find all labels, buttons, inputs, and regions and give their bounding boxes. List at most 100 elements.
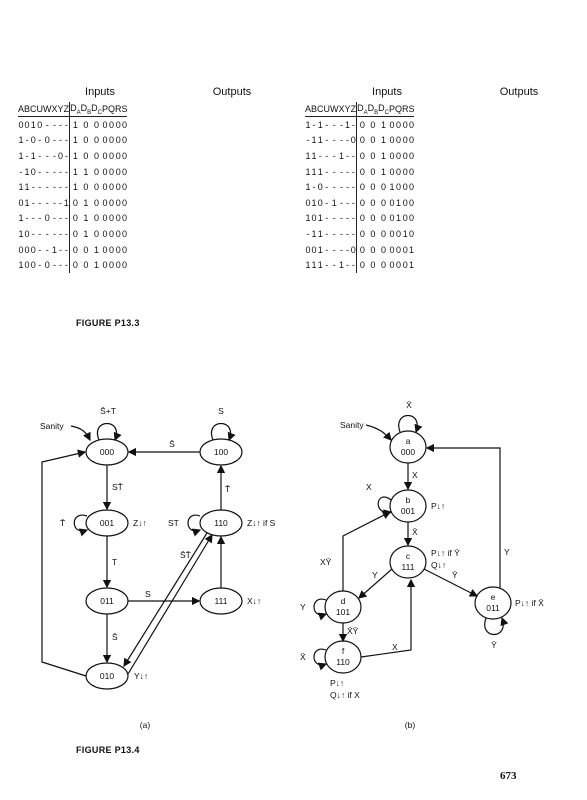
state-b-b-code: 001	[401, 506, 415, 516]
table-cell: 0	[69, 210, 81, 227]
edge-b-selfb	[377, 496, 393, 518]
table-cell: -	[64, 150, 68, 161]
table-cell: -	[340, 135, 344, 146]
output-b-e: P↓↑ if X̄	[515, 598, 544, 608]
table-cell: 0	[356, 194, 368, 211]
diagram-a-sublabel: (a)	[140, 720, 151, 730]
table-cell: 0	[408, 135, 414, 146]
table-cell: 0	[121, 228, 127, 239]
table-cell: 1	[402, 228, 408, 239]
edge-label-a-self001: T̄	[60, 518, 65, 528]
table-cell: -	[59, 119, 63, 130]
table-cell: -	[306, 135, 310, 146]
table-cell: 0	[115, 260, 121, 271]
edge-label-b-c-d: Y	[372, 570, 378, 580]
table-cell: -	[38, 228, 42, 239]
table-cell: 0	[389, 166, 395, 177]
column-header: DA	[356, 102, 368, 117]
table-cell: -	[325, 260, 329, 271]
table-cell: 0	[381, 260, 387, 271]
edge-label-b-selfb: X	[366, 482, 372, 492]
state-a-111-label: 111	[215, 596, 228, 606]
column-header-main: R	[401, 104, 409, 114]
table-cell: 0	[108, 197, 114, 208]
table-cell: -	[332, 150, 336, 161]
table-cell: 0	[389, 135, 395, 146]
table-cell: 0	[356, 116, 368, 133]
table-cell: 0	[44, 135, 50, 146]
table-cell: 1	[305, 166, 311, 177]
output-b-c1: P↓↑ if Ȳ	[431, 548, 460, 558]
table-cell: -	[31, 213, 35, 224]
table-cell: 0	[402, 166, 408, 177]
column-header-subscript: A	[363, 109, 368, 116]
table-cell: 1	[317, 135, 323, 146]
table-cell: 0	[108, 213, 114, 224]
table-cell: 1	[395, 197, 401, 208]
column-header: DA	[69, 102, 81, 117]
table-cell: 0	[30, 166, 36, 177]
table-cell: 1	[345, 119, 351, 130]
table-cell: 1	[317, 244, 323, 255]
table-cell: 0	[121, 260, 127, 271]
table-cell: 1	[317, 213, 323, 224]
table-cell: -	[38, 213, 42, 224]
table-cell: 1	[94, 244, 100, 255]
table-cell: 0	[370, 260, 376, 271]
column-header-subscript: A	[76, 109, 81, 116]
table-cell: 0	[83, 244, 89, 255]
table-cell: 0	[402, 260, 408, 271]
column-header-subscript: B	[87, 109, 92, 116]
table-cell: 0	[121, 244, 127, 255]
table-cell: 0	[121, 119, 127, 130]
table-cell: 1	[94, 260, 100, 271]
table-cell: -	[38, 260, 42, 271]
table-cell: -	[59, 182, 63, 193]
table-cell: 0	[115, 135, 121, 146]
table-cell: -	[346, 150, 350, 161]
table-cell: 0	[115, 119, 121, 130]
table-cell: 1	[24, 166, 30, 177]
table-cell: 0	[389, 228, 395, 239]
column-header: R	[401, 102, 409, 117]
column-header: W	[43, 102, 52, 117]
table-cell: 0	[395, 135, 401, 146]
table-cell: 0	[30, 244, 36, 255]
table-cell: 0	[402, 244, 408, 255]
table-cell: -	[325, 213, 329, 224]
table-cell: 0	[402, 182, 408, 193]
table-cell: 0	[102, 244, 108, 255]
table-cell: -	[351, 150, 355, 161]
table-cell: 1	[83, 213, 89, 224]
edge-label-a-self000: S̄+T	[100, 406, 116, 416]
column-header: Y	[57, 102, 64, 117]
table-cell: 0	[44, 260, 50, 271]
column-header-subscript: C	[97, 109, 102, 116]
table-cell: 0	[83, 150, 89, 161]
column-header: DC	[378, 102, 389, 117]
table-cell: 0	[370, 213, 376, 224]
column-header: A	[18, 102, 25, 117]
table-cell: 1	[311, 197, 317, 208]
state-a-001-label: 001	[100, 518, 114, 528]
table-cell: 0	[305, 244, 311, 255]
column-header: Y	[344, 102, 351, 117]
table-cell: 0	[94, 119, 100, 130]
table-cell: -	[346, 135, 350, 146]
table-cell: 0	[115, 150, 121, 161]
table-cell: -	[38, 182, 42, 193]
table-cell: -	[312, 182, 316, 193]
inputs-header-left: Inputs	[85, 86, 115, 98]
table-cell: 0	[311, 244, 317, 255]
table-cell: 1	[30, 119, 36, 130]
table-cell: 0	[24, 260, 30, 271]
table-cell: 1	[18, 228, 24, 239]
table-cell: 1	[305, 213, 311, 224]
table-cell: 0	[305, 197, 311, 208]
table-cell: -	[25, 150, 29, 161]
